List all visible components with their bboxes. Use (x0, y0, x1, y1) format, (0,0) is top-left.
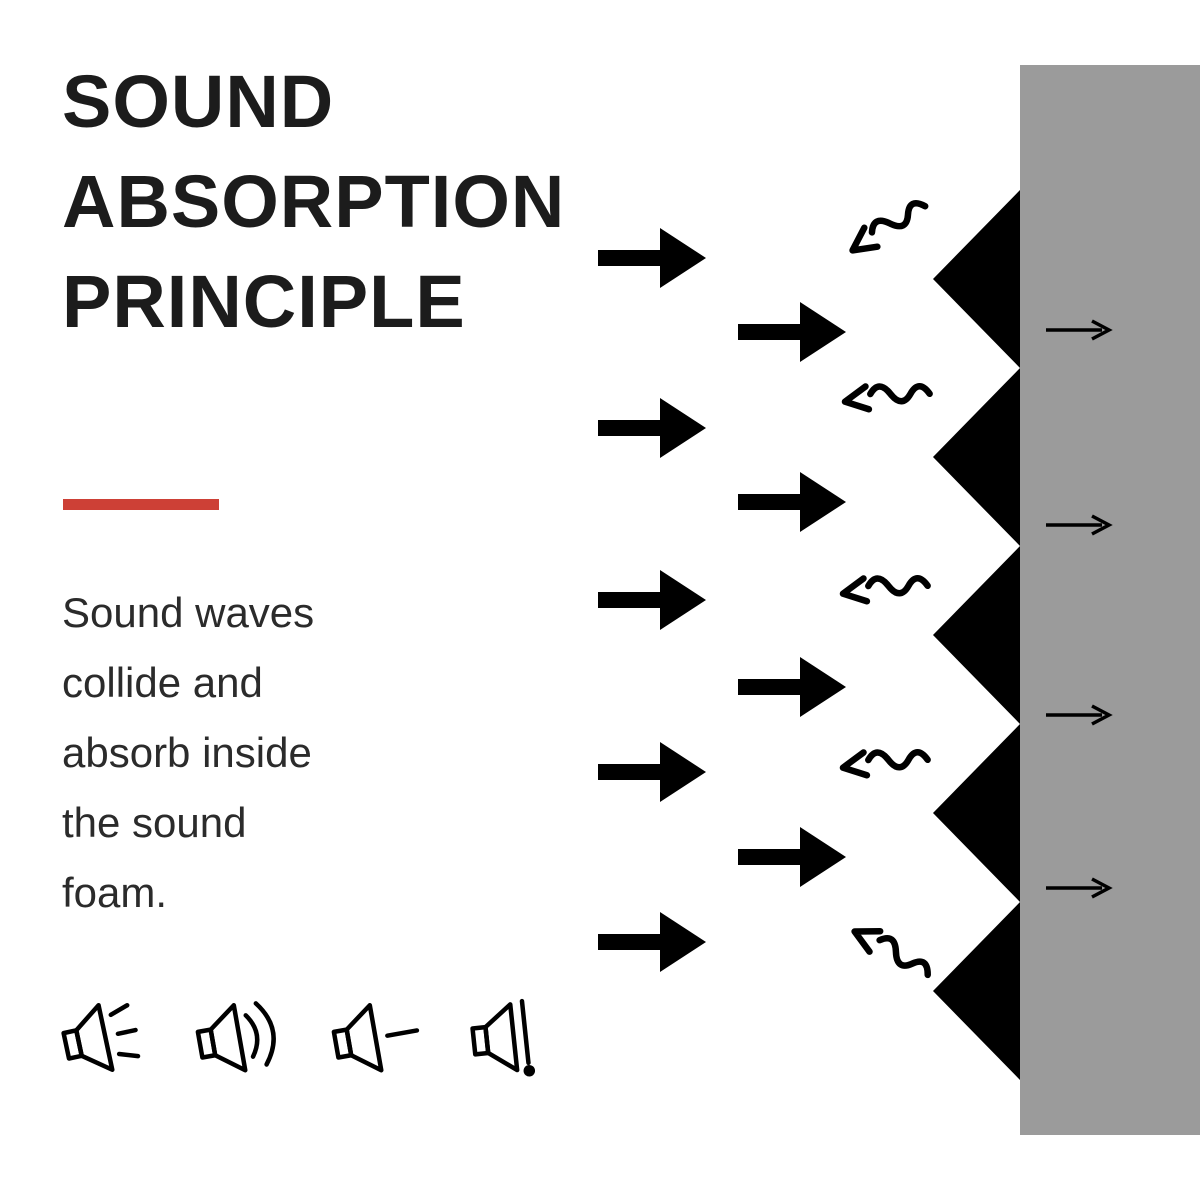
page-title: SOUND ABSORPTION PRINCIPLE (62, 52, 622, 352)
incident-arrow (598, 742, 706, 802)
title-line-2: ABSORPTION (62, 160, 566, 243)
incident-arrow (738, 472, 846, 532)
description-line-4: the sound (62, 799, 247, 846)
speaker-waves-icon (194, 992, 294, 1088)
speaker-icon-row (58, 992, 566, 1088)
description-text: Sound waves collide and absorb inside th… (62, 578, 442, 928)
incident-arrow (598, 228, 706, 288)
reflected-wave-arrow (844, 380, 931, 412)
incident-arrow (738, 827, 846, 887)
reflected-wave-arrow (850, 920, 935, 982)
description-line-1: Sound waves (62, 589, 315, 636)
red-divider (63, 499, 219, 510)
incident-arrow (598, 912, 706, 972)
incident-arrow (738, 302, 846, 362)
description-line-3: absorb inside (62, 729, 312, 776)
reflected-wave-arrow (842, 746, 929, 778)
description-line-2: collide and (62, 659, 263, 706)
incident-arrow (598, 398, 706, 458)
reflected-wave-arrow (846, 194, 930, 259)
description-line-5: foam. (62, 869, 168, 916)
incident-arrow (598, 570, 706, 630)
reflected-wave-arrow (842, 572, 929, 604)
title-line-1: SOUND (62, 60, 335, 143)
wall-panel (1020, 65, 1200, 1135)
speaker-line-icon (466, 992, 566, 1088)
foam-wedges (933, 190, 1020, 1080)
speaker-dash-icon (330, 992, 430, 1088)
speaker-dashes-icon (58, 992, 158, 1088)
incident-arrow (738, 657, 846, 717)
title-line-3: PRINCIPLE (62, 260, 466, 343)
